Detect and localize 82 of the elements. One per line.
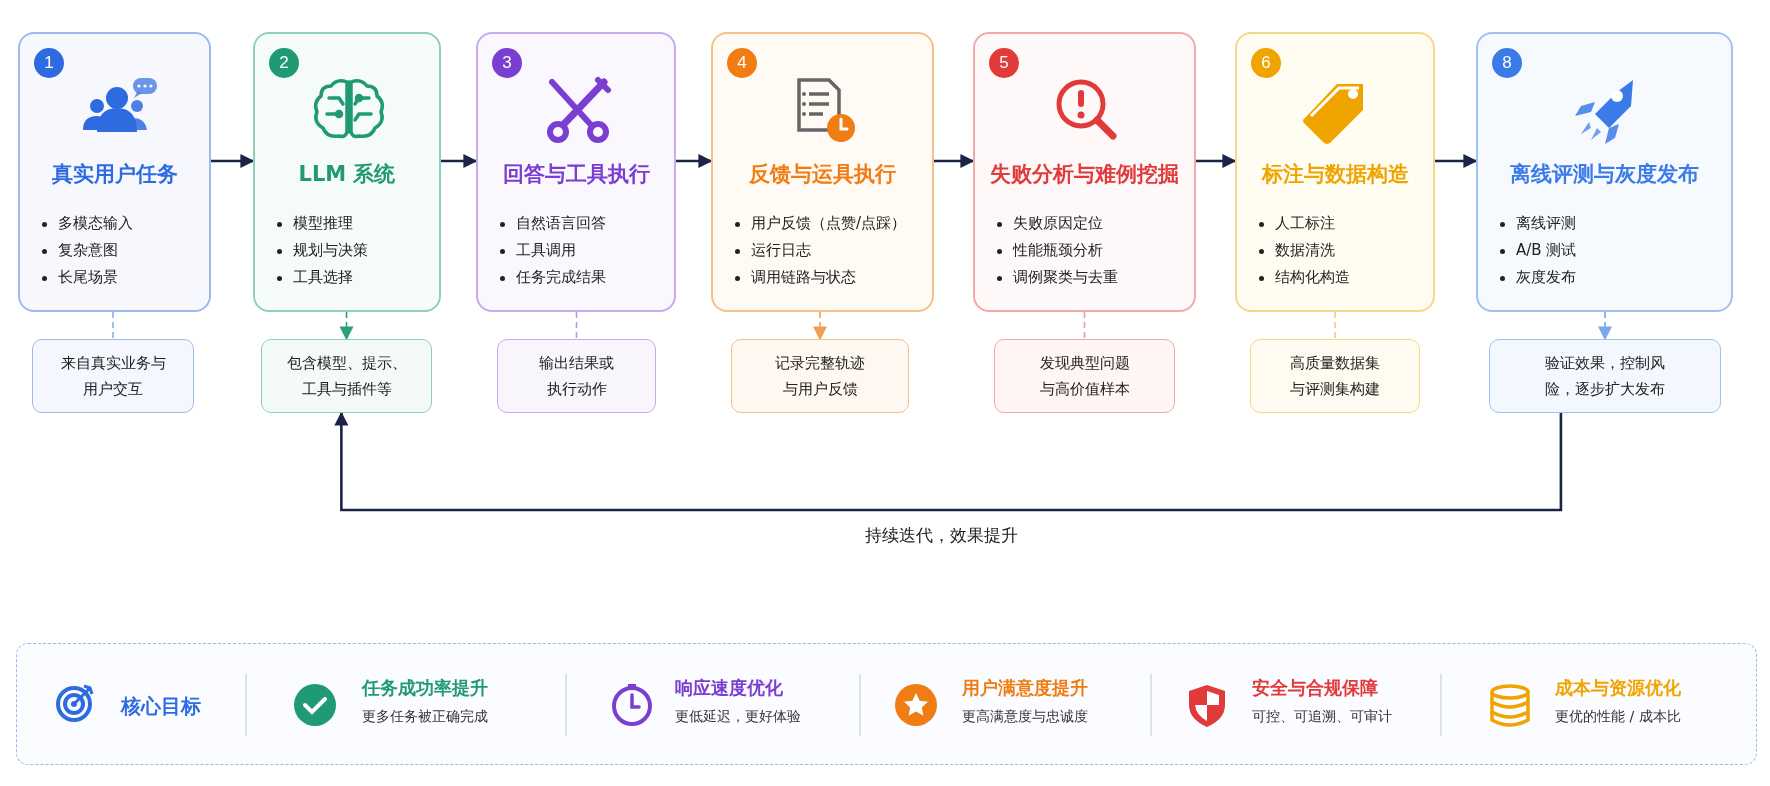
bullet-item: 自然语言回答 [498, 214, 606, 233]
dashed-connector [1598, 311, 1612, 341]
step-number: 5 [989, 48, 1019, 78]
bullet-item: 多模态输入 [40, 214, 133, 233]
step-number: 4 [727, 48, 757, 78]
step-card [253, 32, 441, 312]
bullet-item: 离线评测 [1498, 214, 1576, 233]
bullet-item: 工具调用 [498, 241, 576, 260]
step-card [973, 32, 1196, 312]
dashed-connector [813, 311, 827, 341]
dashed-connector [339, 311, 354, 341]
goal-description: 可控、可追溯、可审计 [1252, 708, 1392, 726]
step-card [1235, 32, 1435, 312]
goal-description: 更高满意度与忠诚度 [962, 708, 1088, 726]
step-number: 1 [34, 48, 64, 78]
bullet-item: 用户反馈（点赞/点踩） [733, 214, 907, 233]
note-box [731, 339, 909, 413]
step-card [711, 32, 934, 312]
bullet-item: 性能瓶颈分析 [995, 241, 1103, 260]
step-title: LLM 系统 [297, 161, 397, 188]
note-box [1489, 339, 1721, 413]
note-text: 发现典型问题与高价值样本 [1038, 352, 1131, 400]
step-title: 标注与数据构造 [1260, 161, 1410, 188]
goal-title: 用户满意度提升 [962, 676, 1088, 700]
goal-title: 任务成功率提升 [362, 676, 488, 700]
note-box [261, 339, 432, 413]
arrow [676, 154, 713, 168]
step-title: 失败分析与难例挖掘 [989, 161, 1180, 188]
note-text: 验证效果，控制风险，逐步扩大发布 [1544, 352, 1666, 400]
goals-panel [16, 643, 1757, 765]
step-number: 6 [1251, 48, 1281, 78]
bullet-item: 规划与决策 [275, 241, 368, 260]
note-text: 记录完整轨迹与用户反馈 [774, 352, 866, 400]
bullet-item: 失败原因定位 [995, 214, 1103, 233]
dashed-connector [1334, 311, 1336, 340]
note-box [32, 339, 194, 413]
bullet-item: 调例聚类与去重 [995, 268, 1118, 287]
bullet-item: 结构化构造 [1257, 268, 1350, 287]
goal-title: 成本与资源优化 [1555, 676, 1681, 700]
bullet-item: 调用链路与状态 [733, 268, 856, 287]
bullet-item: 灰度发布 [1498, 268, 1576, 287]
arrow [211, 154, 255, 168]
note-text: 来自真实业务与用户交互 [60, 352, 166, 400]
note-box [497, 339, 656, 413]
goal-title: 安全与合规保障 [1252, 676, 1378, 700]
note-box [994, 339, 1175, 413]
bullet-item: 工具选择 [275, 268, 353, 287]
dashed-connector [112, 311, 114, 340]
step-title: 离线评测与灰度发布 [1509, 161, 1700, 188]
note-text: 包含模型、提示、工具与插件等 [285, 352, 408, 400]
step-number: 2 [269, 48, 299, 78]
arrow [1435, 154, 1478, 168]
goal-heading: 核心目标 [121, 692, 201, 720]
step-title: 反馈与运具执行 [748, 161, 897, 188]
bullet-item: 复杂意图 [40, 241, 118, 260]
bullet-item: 模型推理 [275, 214, 353, 233]
note-box [1250, 339, 1420, 413]
bullet-item: A/B 测试 [1498, 241, 1577, 260]
goal-description: 更优的性能 / 成本比 [1555, 708, 1681, 726]
note-text: 输出结果或执行动作 [538, 352, 615, 400]
note-text: 高质量数据集与评测集构建 [1289, 352, 1381, 400]
bullet-item: 长尾场景 [40, 268, 118, 287]
bullet-item: 人工标注 [1257, 214, 1335, 233]
step-title: 回答与工具执行 [501, 161, 651, 188]
dashed-connector [1083, 311, 1086, 340]
goal-description: 更多任务被正确完成 [362, 708, 488, 726]
arrow [441, 154, 478, 168]
arrow [934, 154, 975, 168]
step-title: 真实用户任务 [50, 161, 179, 188]
goal-description: 更低延迟，更好体验 [675, 708, 801, 726]
step-card [18, 32, 211, 312]
bullet-item: 任务完成结果 [498, 268, 606, 287]
dashed-connector [575, 311, 578, 340]
goal-title: 响应速度优化 [675, 676, 783, 700]
step-card [476, 32, 676, 312]
step-number: 8 [1492, 48, 1522, 78]
step-card [1476, 32, 1733, 312]
step-number: 3 [492, 48, 522, 78]
arrow [1196, 154, 1237, 168]
bullet-item: 数据清洗 [1257, 241, 1335, 260]
bullet-item: 运行日志 [733, 241, 811, 260]
arrow [334, 411, 1563, 512]
